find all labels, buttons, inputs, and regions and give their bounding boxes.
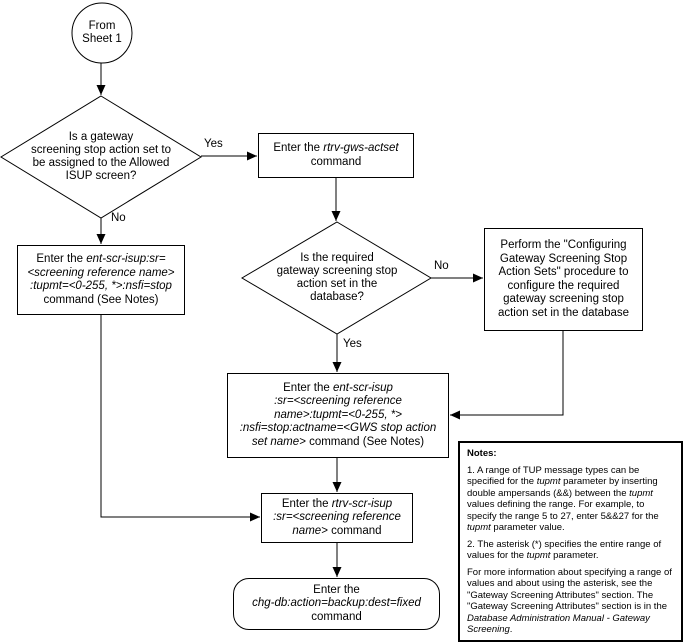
text-line: Action Sets" procedure to (498, 266, 629, 278)
text-line: configure the required (507, 279, 620, 292)
note-more-info: For more information about specifying a … (467, 567, 674, 636)
text-segment: command (See Notes) (305, 435, 425, 448)
text-line: Enter the ent-scr-isup:sr= (36, 253, 165, 267)
text-line: command (311, 610, 362, 623)
command-text: :sr=<screening reference (273, 511, 401, 524)
manual-title: Database Administration Manual - Gateway… (467, 612, 650, 636)
note-2: 2. The asterisk (*) specifies the entire… (467, 539, 674, 562)
conn-entno-to-rtrvscr (100, 315, 260, 522)
process-box-perform-procedure: Perform the "Configuring Gateway Screeni… (484, 228, 643, 331)
decision2-label: Is the required gateway screening stop a… (247, 252, 427, 304)
command-text: name> (292, 524, 328, 537)
text-line: Enter the rtrv-gws-actset (273, 142, 398, 156)
command-text: ent-scr-isup (333, 381, 393, 394)
decision1-yes-label: Yes (204, 138, 223, 150)
command-text: :nsfi=stop:actname=<GWS stop action (239, 422, 437, 435)
text-line: Is a gateway (68, 131, 134, 143)
text-line: Is the required (300, 252, 374, 264)
parameter-name: tupmt (536, 476, 561, 487)
text-segment: parameter. (550, 550, 599, 561)
note-1: 1. A range of TUP message types can be s… (467, 465, 674, 534)
process-box-rtrv-gws-actset: Enter the rtrv-gws-actset command (258, 133, 414, 178)
command-text: :tupmt=<0-255, *>:nsfi=stop (30, 280, 172, 292)
text-line: Sheet 1 (82, 33, 122, 45)
text-line: gateway screening stop (503, 293, 624, 305)
text-line: screening stop action set to (31, 144, 171, 156)
command-text: <screening reference name> (27, 266, 175, 279)
text-segment: For more information about specifying a … (467, 566, 672, 613)
process-box-ent-scr-isup-no-branch: Enter the ent-scr-isup:sr= <screening re… (17, 245, 185, 315)
text-line: gateway screening stop (276, 265, 398, 277)
text-segment: parameter by inserting double ampersands… (467, 476, 658, 499)
decision2-yes-label: Yes (343, 338, 362, 350)
decision1-no-label: No (111, 212, 126, 224)
decision2-no-label: No (434, 260, 449, 272)
decision1-label: Is a gateway screening stop action set t… (6, 131, 196, 183)
text-line: Enter the ent-scr-isup (283, 382, 393, 396)
text-line: command (See Notes) (43, 293, 159, 306)
text-line: command (310, 155, 362, 168)
text-segment: Enter the (36, 253, 87, 265)
text-line: Gateway Screening Stop (499, 252, 628, 265)
process-box-ent-scr-isup-yes-branch: Enter the ent-scr-isup :sr=<screening re… (227, 373, 449, 458)
parameter-name: tupmt (526, 550, 551, 561)
command-text: ent-scr-isup:sr= (86, 253, 166, 265)
process-box-rtrv-scr-isup: Enter the rtrv-scr-isup :sr=<screening r… (261, 493, 413, 543)
text-line: database? (310, 291, 364, 303)
command-text: chg-db:action=backup:dest=fixed (252, 597, 421, 610)
start-circle (71, 2, 133, 64)
text-segment: 2. The asterisk (*) specifies the entire… (467, 538, 662, 562)
text-line: Perform the "Configuring (500, 239, 627, 251)
text-segment: Enter the (273, 142, 324, 154)
text-line: Enter the (313, 583, 360, 596)
text-line: Enter the rtrv-scr-isup (282, 498, 392, 512)
terminator-box-chg-db-backup: Enter the chg-db:action=backup:dest=fixe… (233, 578, 440, 630)
command-text: rtrv-scr-isup (331, 497, 393, 510)
text-line: set name> command (See Notes) (252, 436, 424, 450)
text-line: name> command (292, 525, 381, 539)
text-segment: Enter the (281, 497, 332, 510)
notes-box: Notes: 1. A range of TUP message types c… (458, 441, 683, 642)
command-text: rtrv-gws-actset (323, 142, 399, 154)
text-segment: . (509, 624, 513, 635)
text-segment: Enter the (283, 381, 333, 394)
text-segment: command (327, 524, 382, 537)
parameter-name: tupmt (629, 487, 653, 499)
text-line: action set in the database (497, 306, 630, 319)
notes-title: Notes: (467, 448, 497, 459)
text-line: be assigned to the Allowed (32, 157, 170, 169)
command-text: name>:tupmt=<0-255, *> (274, 408, 402, 421)
conn-perform-to-entyes (450, 331, 564, 420)
text-segment: 1. A range of TUP message types can be s… (467, 464, 640, 488)
command-text: :sr=<screening reference (274, 395, 402, 408)
command-text: set name> (251, 435, 306, 448)
text-segment: values defining the range. For example, … (467, 499, 659, 522)
text-line: action set in the (296, 278, 378, 290)
text-line: From (88, 20, 116, 32)
text-segment: parameter value. (490, 522, 565, 533)
text-line: ISUP screen? (65, 170, 137, 182)
parameter-name: tupmt (467, 522, 491, 533)
start-circle-label: From Sheet 1 (62, 20, 142, 46)
